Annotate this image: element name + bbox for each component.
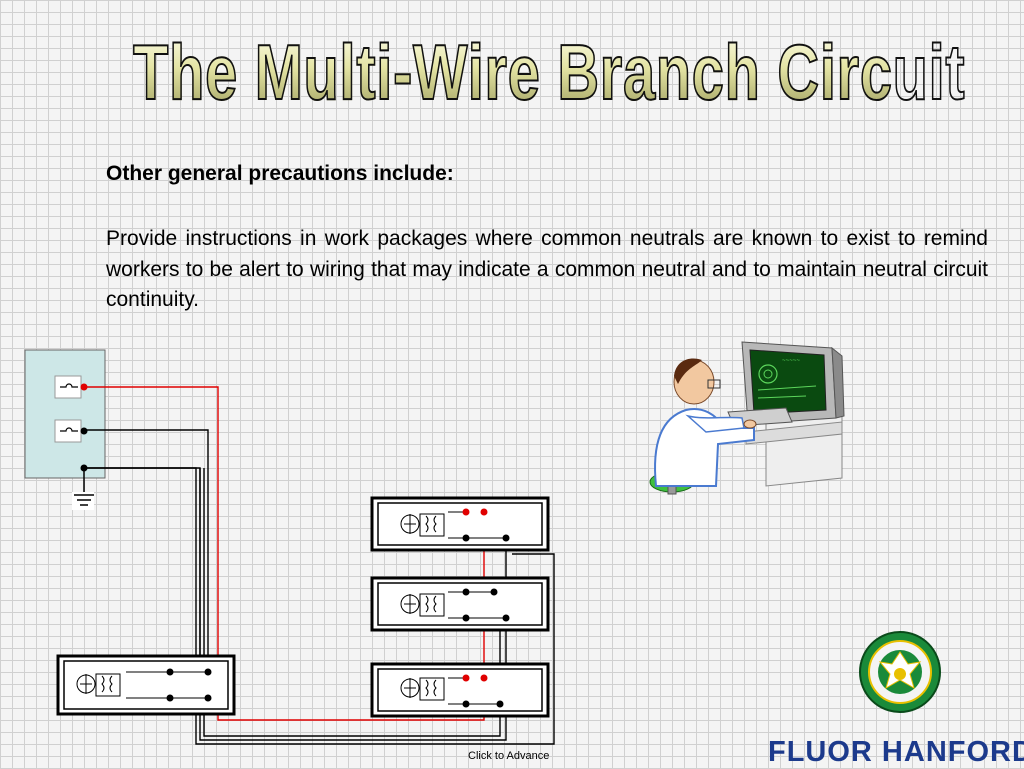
fluor-hanford-logo: FLUOR HANFORD: [768, 736, 1024, 768]
precaution-paragraph: Provide instructions in work packages wh…: [106, 227, 988, 311]
slide-title: The Multi-Wire Branch Circuit: [132, 27, 966, 117]
load-box-3: [370, 662, 550, 718]
doe-seal-icon: [859, 631, 941, 713]
load-box-1: [370, 496, 550, 552]
breaker-panel: [24, 349, 106, 479]
ground-icon: [72, 468, 94, 510]
multiwire-circuit-diagram: [24, 349, 555, 745]
load-box-2: [370, 576, 550, 632]
load-box-4: [56, 654, 236, 716]
svg-text:~~~~~: ~~~~~: [782, 357, 800, 364]
click-to-advance-label[interactable]: Click to Advance: [468, 750, 550, 762]
subheading: Other general precautions include:: [106, 162, 454, 185]
engineer-at-computer-illustration: ~~~~~: [649, 341, 845, 495]
